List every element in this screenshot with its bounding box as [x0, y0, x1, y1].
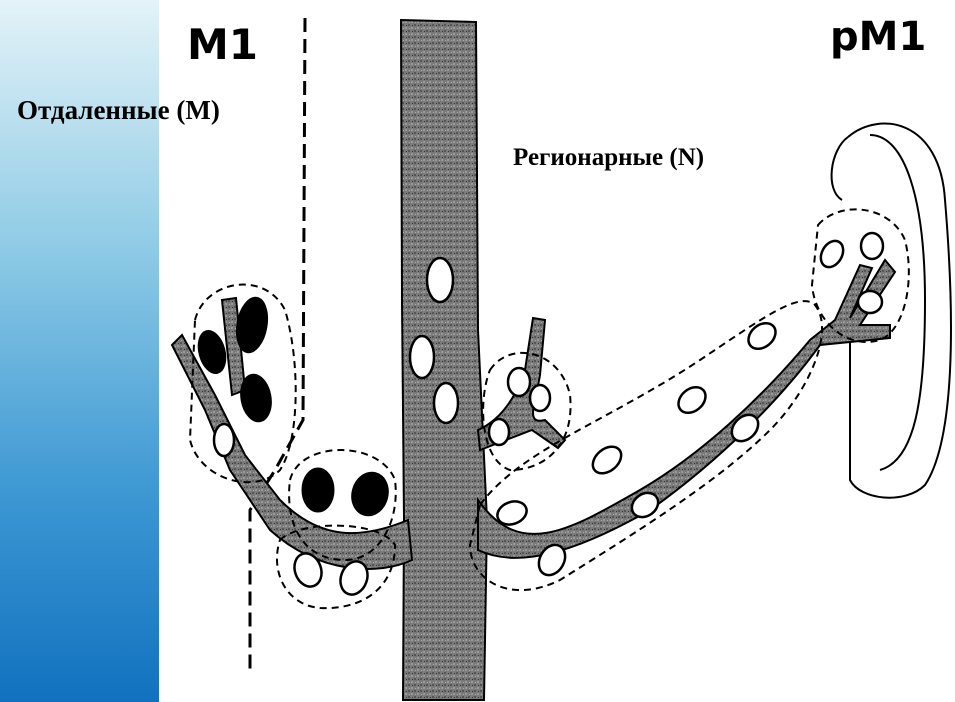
metastatic-nodes — [194, 295, 393, 520]
m1-label: M1 — [187, 20, 258, 69]
regional-nodes-label: Регионарные (N) — [513, 144, 704, 172]
distant-metastases-label: Отдаленные (M) — [17, 95, 220, 126]
pm1-label: pM1 — [830, 14, 926, 60]
